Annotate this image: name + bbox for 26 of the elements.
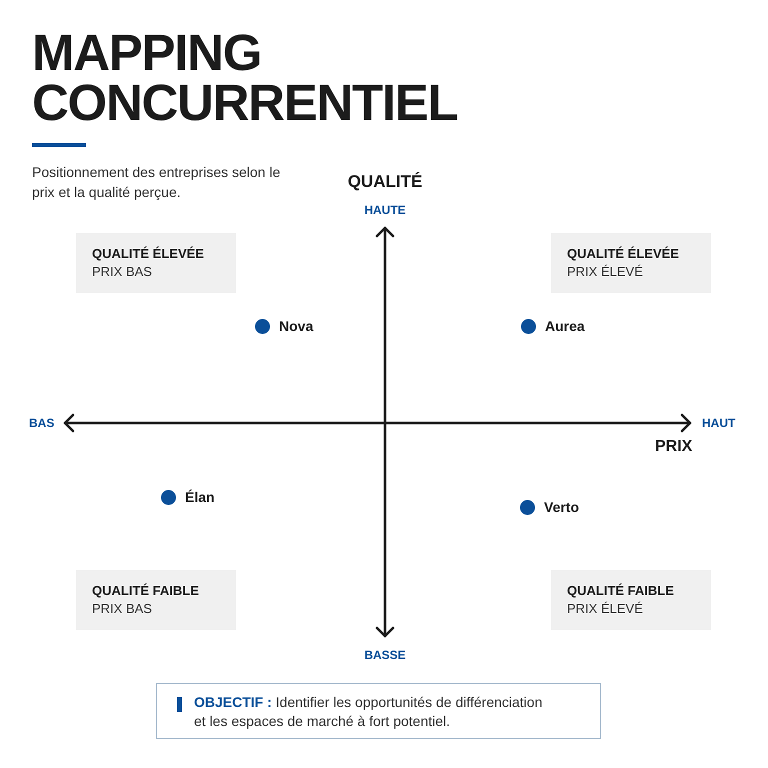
company-name: Aurea: [545, 317, 585, 336]
quadrant-title: QUALITÉ ÉLEVÉE: [567, 245, 679, 263]
position-marker: [255, 318, 270, 334]
quadrant-title: QUALITÉ FAIBLE: [92, 582, 199, 600]
axis-end-label: BAS: [29, 415, 54, 431]
company-name: Verto: [544, 498, 580, 517]
axis-title: QUALITÉ: [348, 171, 422, 193]
objective-box: [156, 683, 601, 739]
axis-end-label: BASSE: [364, 647, 406, 663]
page-title: MAPPING CONCURRENTIEL: [32, 28, 458, 128]
quadrant-subtitle: PRIX ÉLEVÉ: [567, 263, 643, 281]
position-marker: [520, 500, 535, 514]
quadrant-subtitle: PRIX BAS: [92, 600, 152, 618]
company-name: Nova: [279, 317, 314, 336]
axis-end-label: HAUTE: [364, 202, 406, 218]
position-marker: [521, 318, 536, 334]
quadrant-title: QUALITÉ ÉLEVÉE: [92, 245, 204, 263]
quadrant-subtitle: PRIX BAS: [92, 263, 152, 281]
position-marker: [161, 490, 176, 504]
axis-title: PRIX: [655, 437, 692, 457]
objective-text: OBJECTIF : Identifier les opportunités de différenciation et les espaces de marché à fort potentiel.: [194, 693, 544, 731]
company-name: Élan: [185, 488, 215, 507]
subtitle: Positionnement des entreprises selon le prix et la qualité perçue.: [32, 163, 282, 202]
quadrant-title: QUALITÉ FAIBLE: [567, 582, 674, 600]
quadrant-subtitle: PRIX ÉLEVÉ: [567, 600, 643, 618]
axis-end-label: HAUT: [702, 415, 736, 431]
